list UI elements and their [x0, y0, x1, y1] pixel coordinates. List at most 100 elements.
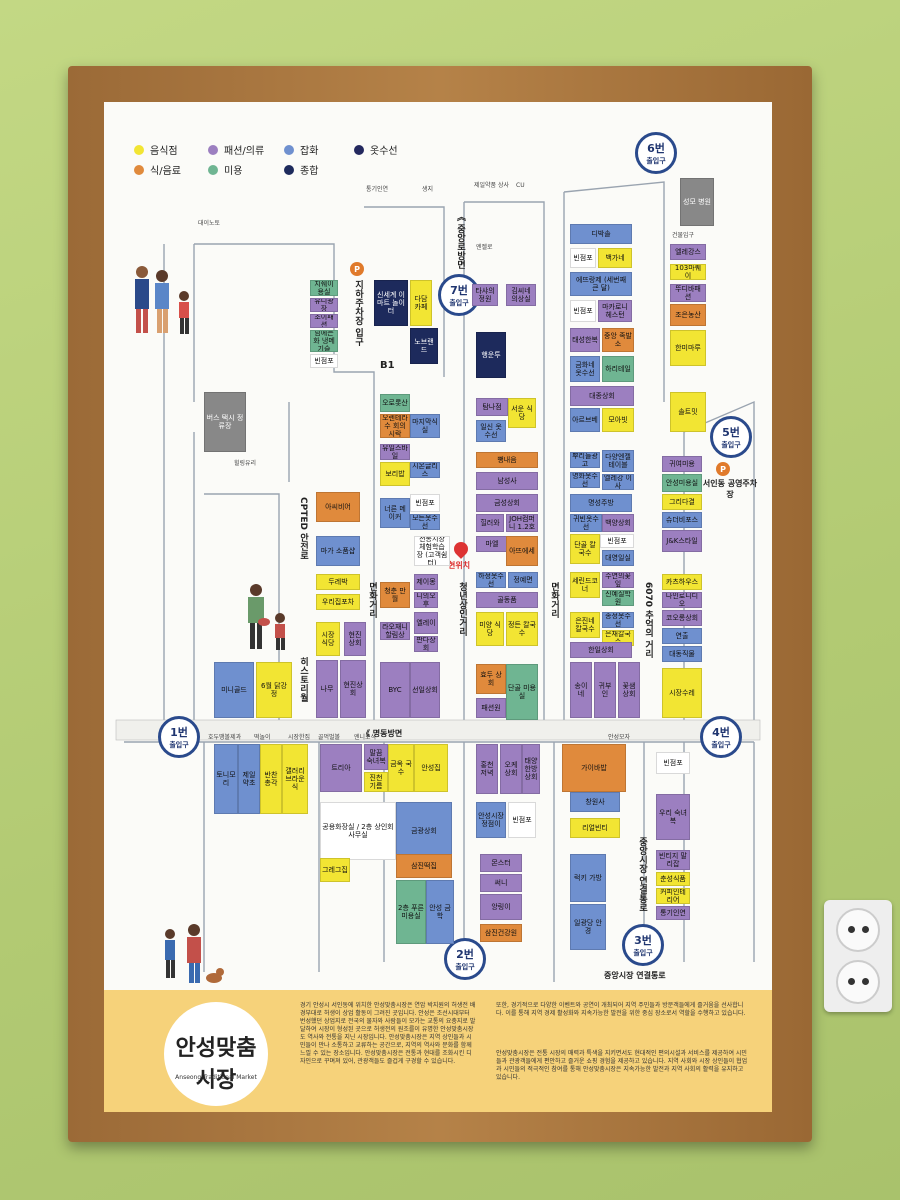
- shop-block: 시장 식당: [316, 622, 340, 656]
- shop-block: 귀여미용: [662, 456, 702, 472]
- shop-block: J&K스타일: [662, 530, 702, 552]
- shop-block: 공용화장실 / 2층 상인회사무실: [320, 802, 396, 860]
- shop-block: 귀빈옷수선: [570, 514, 602, 532]
- street-label-jungang: 《 중앙로방면: [455, 212, 465, 270]
- shop-block: 한일상회: [570, 642, 632, 658]
- shop-block: 써니: [480, 874, 522, 892]
- shop-block: 말끔 숙녀복: [364, 744, 388, 770]
- shop-block: 단골 칼국수: [570, 534, 600, 564]
- shop-block: 대동직물: [662, 646, 702, 662]
- blue-dot-icon: [284, 144, 294, 155]
- shop-block: 홍천 저녁: [476, 744, 498, 794]
- shop-block: 귀부인: [594, 662, 616, 718]
- shop-block: 금화네 옷수선: [570, 356, 600, 382]
- shop-block: 유일스바일: [380, 444, 410, 460]
- street-label-myeongdong: 《 명동방면: [362, 729, 403, 738]
- shop-block: 모든옷수선: [410, 514, 440, 530]
- shop-block: 힐러와: [476, 514, 504, 532]
- kids-dog-illustration-icon: [165, 924, 224, 983]
- gate-label: 출입구: [711, 741, 731, 749]
- shop-block: 삼진떡집: [396, 854, 452, 878]
- shop-block: 가이바밥: [562, 744, 626, 792]
- shop-block: 삼진건강원: [480, 924, 522, 942]
- street-label-myeonhwa: 면화거리: [367, 582, 377, 618]
- street-strip-label: 떡놀이: [254, 734, 271, 741]
- parking-icon: P: [716, 462, 730, 476]
- darknavy-dot-icon: [284, 164, 294, 175]
- small-label: 대이노토: [198, 220, 221, 227]
- gate-number: 4번: [712, 726, 730, 739]
- shop-block: 송이네: [570, 662, 592, 718]
- shop-block: 모아빗: [602, 408, 634, 432]
- info-paragraph-3: 안성맞춤시장은 전통 시장의 매력과 특색을 지키면서도 현대적인 편의시설과 …: [496, 1050, 748, 1081]
- shop-block: 정든 칼국수: [506, 612, 538, 646]
- shop-block: 백가네: [598, 248, 632, 268]
- current-location-label: 현위치: [448, 561, 471, 570]
- orange-dot-icon: [134, 164, 144, 175]
- gate-number: 1번: [170, 726, 188, 739]
- shop-block: 성모 병원: [680, 178, 714, 226]
- shop-block: 우리집포차: [316, 594, 360, 610]
- shop-block: 태성한복: [570, 328, 600, 352]
- shop-block: 세린드코너: [570, 572, 600, 598]
- info-paragraph-1: 경기 안성시 서인동에 위치한 안성맞춤시장은 연암 박지원의 허생전 배경부대…: [300, 1002, 476, 1065]
- parent-child-illustration-icon: [248, 584, 285, 650]
- legend-item-food: 음식점: [134, 142, 178, 157]
- street-label-history: 히스토리월: [298, 657, 308, 702]
- street-strip-label: 골먹벌볼: [318, 734, 341, 741]
- shop-block: 빈점포: [570, 300, 596, 322]
- shop-block: 빈점포: [508, 802, 536, 838]
- gate-label: 출입구: [449, 299, 469, 307]
- street-label-market-link: 중앙시장 연결통로: [637, 837, 647, 913]
- shop-block: 판다상회: [414, 636, 438, 652]
- gate-label: 출입구: [633, 949, 653, 957]
- shop-block: 청춘 만월: [380, 582, 410, 608]
- shop-block: 뻥내음: [476, 452, 538, 468]
- shop-block: 대영일실: [602, 550, 634, 566]
- gate-number: 5번: [722, 426, 740, 439]
- shop-block: 행운투: [476, 332, 506, 378]
- street-label-cpted: CPTED 안전로: [298, 497, 308, 561]
- gate-label: 출입구: [646, 157, 666, 165]
- street-strip-label: 엔니로식: [354, 734, 377, 741]
- gate-label: 출입구: [169, 741, 189, 749]
- shop-block: 엘레강스: [670, 244, 706, 260]
- shop-block: 진천 기름: [364, 772, 388, 792]
- shop-block: 빈점포: [600, 534, 634, 548]
- shop-block: 오케 상회: [500, 744, 522, 794]
- shop-block: 뚜디바패션: [670, 284, 706, 302]
- street-label-youth: 청년상인거리: [457, 582, 467, 636]
- street-label-link-road: 중앙시장 연결통로: [604, 971, 666, 980]
- shop-block: 반찬총각: [260, 744, 282, 814]
- shop-block: 에뜨랑제 (세번째 큰 달): [570, 272, 632, 296]
- legend-label: 종합: [300, 166, 319, 177]
- shop-block: 보리밥: [380, 462, 410, 486]
- legend-item-general: 종합: [284, 162, 318, 177]
- legend-label: 잡화: [300, 146, 319, 157]
- shop-block: 지쉐이용실: [310, 280, 338, 296]
- shop-block: 통기인연: [656, 906, 690, 920]
- shop-block: 빈점포: [570, 248, 596, 268]
- legend-item-beauty: 미용: [208, 162, 242, 177]
- purple-dot-icon: [208, 144, 218, 155]
- shop-block: 명화옷수선: [570, 472, 600, 488]
- legend-item-goods: 잡화: [284, 142, 318, 157]
- shop-block: 코오롱상회: [662, 610, 702, 626]
- shop-block: 한미마루: [670, 330, 706, 366]
- shop-block: 남에는화 냉메기슬: [310, 330, 338, 352]
- shop-block: 엘레이: [414, 612, 438, 634]
- street-label-myeonhwa: 면화거리: [549, 582, 559, 618]
- gate-number: 3번: [634, 934, 652, 947]
- shop-block: 뿌리들광고: [570, 452, 600, 468]
- shop-block: 카츠하우스: [662, 574, 702, 590]
- shop-block: 몬스터: [480, 854, 522, 872]
- shop-block: 안성집: [414, 744, 448, 792]
- small-label: 생지: [422, 186, 434, 193]
- gate-number: 6번: [647, 142, 665, 155]
- shop-block: BYC: [380, 662, 410, 718]
- gate-label: 출입구: [721, 441, 741, 449]
- shop-block: 아뜨에세: [506, 536, 538, 566]
- gate-label: 출입구: [455, 963, 475, 971]
- shop-block: 다양엔젤 테이블: [602, 450, 634, 472]
